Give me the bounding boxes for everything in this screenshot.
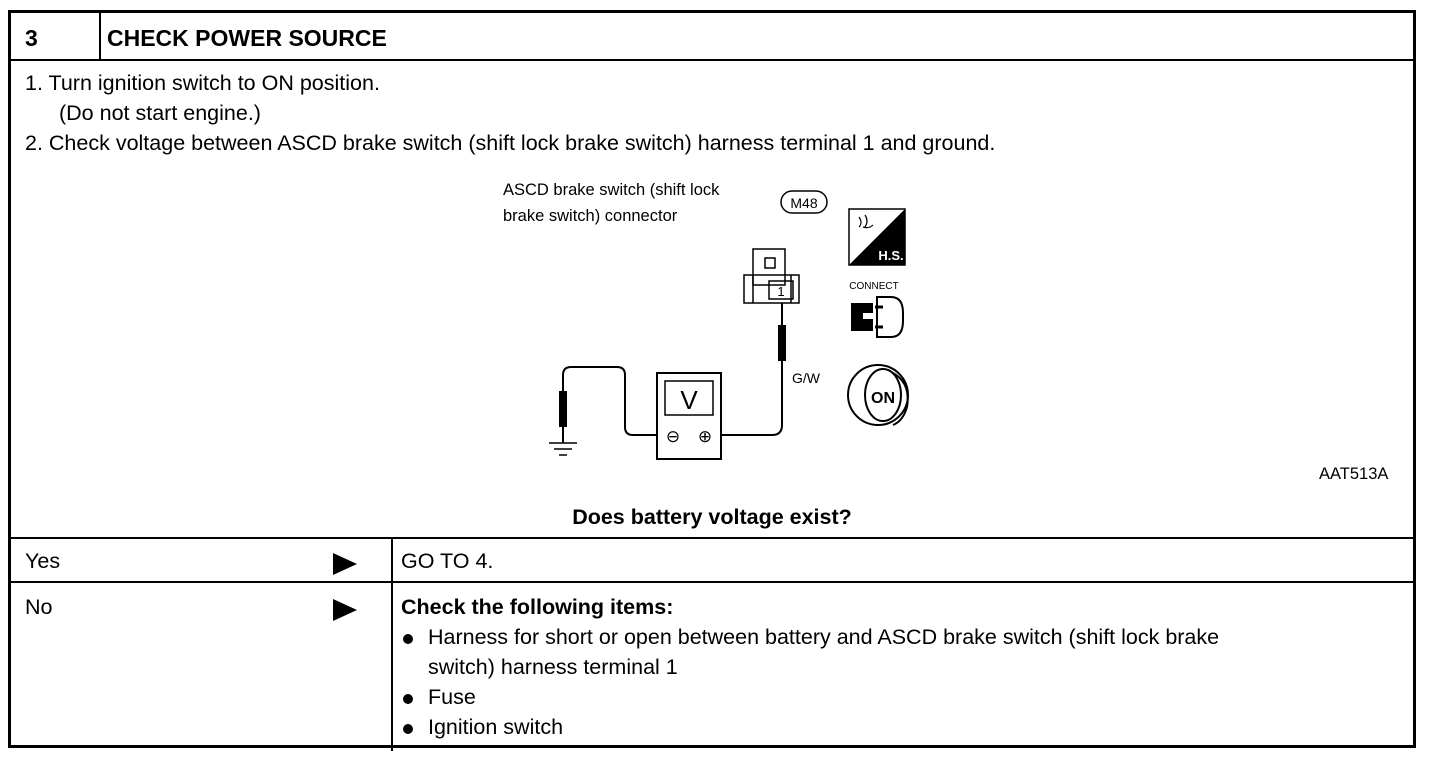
- bullet-icon: [403, 694, 413, 704]
- terminal-number: 1: [777, 284, 784, 299]
- bullet-icon: [403, 634, 413, 644]
- connector-code-badge: M48: [780, 190, 828, 214]
- instruction-1-note: (Do not start engine.): [59, 101, 261, 125]
- hs-icon: H.S.: [848, 208, 906, 266]
- yes-label: Yes: [25, 549, 61, 573]
- wire-color-label: G/W: [792, 370, 821, 386]
- connector-label-line2: brake switch) connector: [503, 207, 678, 225]
- connect-label: CONNECT: [849, 281, 898, 292]
- step-number: 3: [25, 25, 38, 51]
- connector-icon: [743, 248, 800, 304]
- yes-row-rule: [11, 581, 1413, 583]
- figure-code: AAT513A: [1319, 465, 1389, 483]
- ground-symbol: [549, 442, 577, 456]
- yes-action: GO TO 4.: [401, 549, 494, 573]
- connect-icon: [851, 296, 904, 338]
- meter-symbol: V: [680, 385, 698, 415]
- header-divider: [99, 13, 101, 59]
- check-item-harness: Harness for short or open between batter…: [428, 625, 1220, 649]
- question-rule: [11, 537, 1413, 539]
- ignition-on-icon: [847, 364, 909, 426]
- check-item-harness-cont: switch) harness terminal 1: [428, 655, 678, 679]
- check-item-fuse: Fuse: [428, 685, 476, 709]
- connector-code-text: M48: [790, 195, 817, 211]
- check-item-ignition: Ignition switch: [428, 715, 564, 739]
- meter-plus: ⊕: [698, 427, 712, 446]
- no-label: No: [25, 595, 53, 619]
- no-arrow-icon: [333, 599, 357, 621]
- question-text: Does battery voltage exist?: [572, 505, 852, 529]
- negative-probe: [559, 366, 657, 443]
- hs-label: H.S.: [878, 248, 903, 263]
- on-label: ON: [871, 390, 895, 407]
- bullet-icon: [403, 724, 413, 734]
- instruction-1: 1. Turn ignition switch to ON position.: [25, 71, 380, 95]
- no-action-title: Check the following items:: [401, 595, 674, 619]
- step-title: CHECK POWER SOURCE: [107, 25, 387, 51]
- voltmeter-icon: V ⊖ ⊕: [656, 372, 722, 460]
- connector-label-line1: ASCD brake switch (shift lock: [503, 181, 720, 199]
- positive-probe: [721, 303, 786, 436]
- step-table: 3 CHECK POWER SOURCE 1. Turn ignition sw…: [8, 10, 1416, 751]
- instruction-2: 2. Check voltage between ASCD brake swit…: [25, 131, 996, 155]
- answer-divider: [391, 537, 393, 751]
- header-rule: [11, 59, 1413, 61]
- meter-minus: ⊖: [666, 427, 680, 446]
- yes-arrow-icon: [333, 553, 357, 575]
